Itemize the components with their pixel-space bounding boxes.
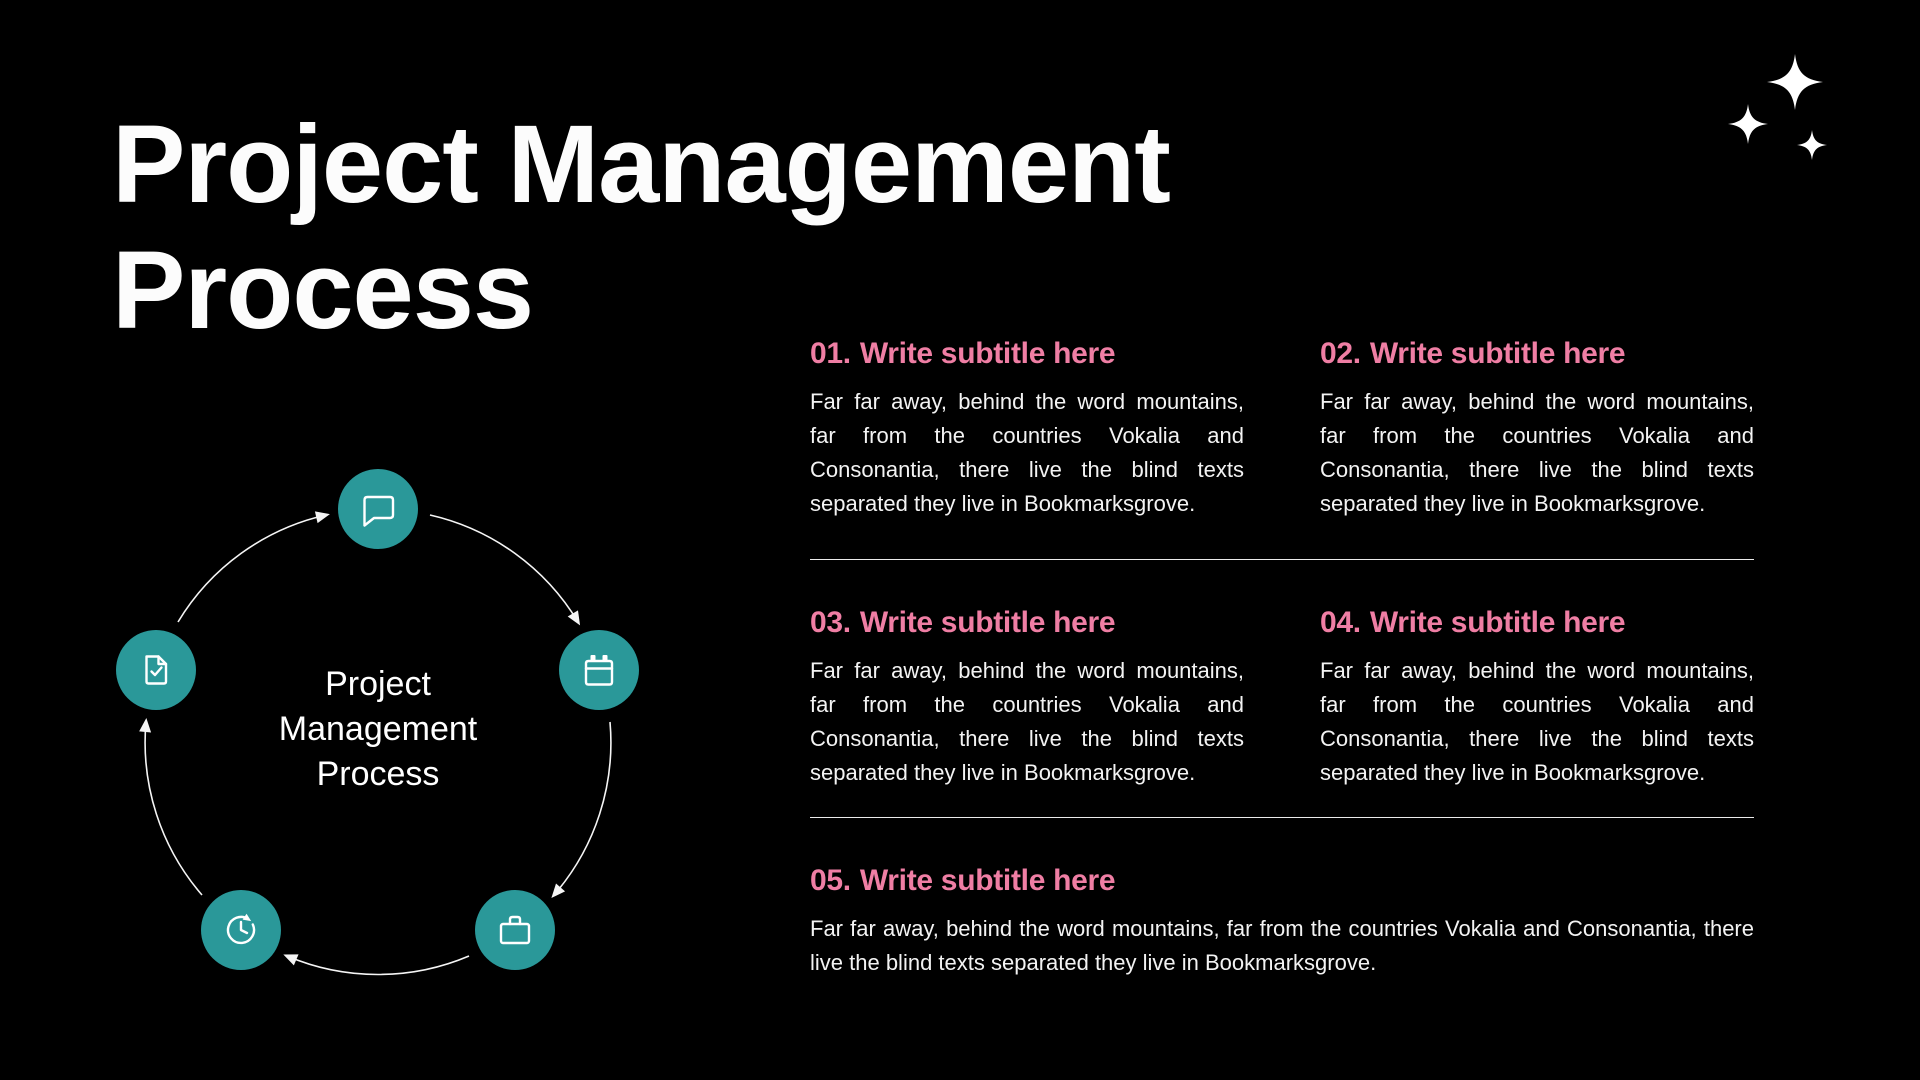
process-node-approval	[116, 630, 196, 710]
section-heading-text: Write subtitle here	[1369, 337, 1626, 370]
page-title: Project Management Process	[112, 103, 1171, 352]
section-05: 05.Write subtitle here Far far away, beh…	[810, 863, 1754, 980]
process-node-work	[475, 890, 555, 970]
flow-arrows	[139, 511, 612, 976]
briefcase-icon	[499, 915, 531, 945]
section-heading-text: Write subtitle here	[1369, 606, 1626, 639]
section-heading-text: Write subtitle here	[859, 337, 1116, 370]
section-number: 01.	[810, 337, 851, 370]
clock-refresh-icon	[226, 913, 256, 945]
section-04: 04.Write subtitle here Far far away, beh…	[1320, 605, 1754, 790]
section-body: Far far away, behind the word mountains,…	[810, 658, 1244, 785]
section-03: 03.Write subtitle here Far far away, beh…	[810, 605, 1244, 790]
calendar-icon	[584, 655, 614, 686]
chat-icon	[363, 495, 395, 527]
arrow-bottomleft-to-left	[139, 718, 203, 896]
sparkles-icon	[1728, 54, 1827, 160]
process-node-time	[201, 890, 281, 970]
section-number: 02.	[1320, 337, 1361, 370]
section-number: 03.	[810, 606, 851, 639]
section-heading-text: Write subtitle here	[859, 606, 1116, 639]
content-row-3: 05.Write subtitle here Far far away, beh…	[810, 863, 1754, 980]
section-body: Far far away, behind the word mountains,…	[1320, 389, 1754, 516]
section-heading: 02.Write subtitle here	[1320, 336, 1754, 372]
cycle-diagram	[116, 469, 639, 976]
arrow-bottomright-to-bottomleft	[283, 954, 470, 976]
process-node-communication	[338, 469, 418, 549]
section-heading-text: Write subtitle here	[859, 864, 1116, 897]
section-heading: 03.Write subtitle here	[810, 605, 1244, 641]
content-row-2: 03.Write subtitle here Far far away, beh…	[810, 605, 1754, 790]
divider	[810, 559, 1754, 560]
section-body: Far far away, behind the word mountains,…	[810, 916, 1754, 975]
process-node-schedule	[559, 630, 639, 710]
section-number: 04.	[1320, 606, 1361, 639]
section-02: 02.Write subtitle here Far far away, beh…	[1320, 336, 1754, 521]
section-heading: 01.Write subtitle here	[810, 336, 1244, 372]
section-heading: 05.Write subtitle here	[810, 863, 1754, 899]
section-heading: 04.Write subtitle here	[1320, 605, 1754, 641]
diagram-center-label: Project Management Process	[278, 665, 478, 793]
arrow-left-to-top	[177, 511, 330, 623]
document-check-icon	[145, 655, 168, 685]
section-body: Far far away, behind the word mountains,…	[810, 389, 1244, 516]
section-number: 05.	[810, 864, 851, 897]
content-row-1: 01.Write subtitle here Far far away, beh…	[810, 336, 1754, 521]
arrow-right-to-bottomright	[551, 721, 612, 899]
section-01: 01.Write subtitle here Far far away, beh…	[810, 336, 1244, 521]
arrow-top-to-right	[429, 514, 581, 626]
divider	[810, 817, 1754, 818]
section-body: Far far away, behind the word mountains,…	[1320, 658, 1754, 785]
